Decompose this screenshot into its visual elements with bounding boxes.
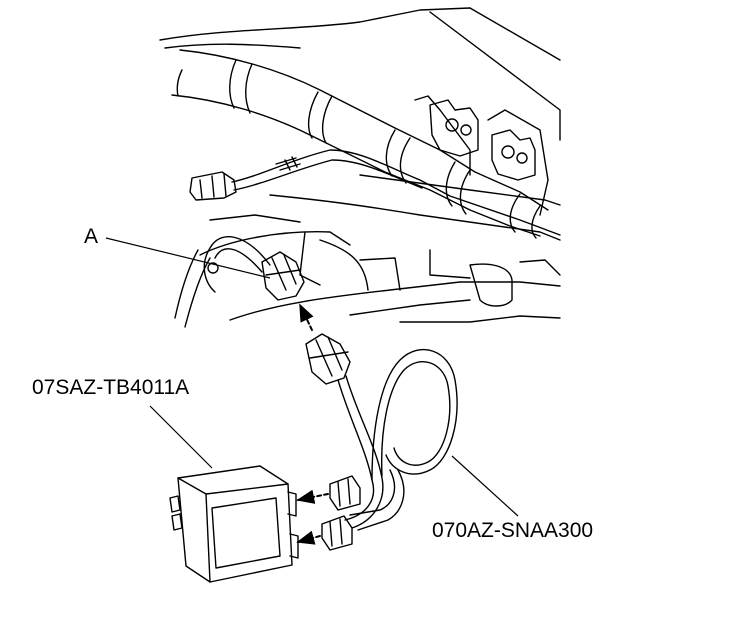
leader-line-a bbox=[105, 237, 271, 279]
connector-a-harness bbox=[203, 236, 271, 293]
label-connector-a: A bbox=[84, 225, 99, 248]
label-harness-part-number: 070AZ-SNAA300 bbox=[432, 519, 594, 542]
control-box bbox=[169, 465, 299, 583]
exhaust-pipe-assembly bbox=[171, 49, 549, 239]
leader-lines bbox=[105, 237, 519, 517]
connect-arrow-a bbox=[299, 303, 314, 331]
connector-a bbox=[261, 251, 305, 301]
connect-arrow-plug-2 bbox=[296, 530, 321, 545]
vehicle-chassis bbox=[159, 7, 561, 328]
leader-line-harness bbox=[451, 455, 519, 517]
connect-arrow-plug-1 bbox=[296, 489, 329, 504]
leader-line-control-box bbox=[149, 405, 213, 469]
subharness-plug-2 bbox=[321, 515, 353, 551]
vehicle-harness-connector bbox=[189, 171, 237, 201]
subharness-connector bbox=[305, 333, 351, 385]
label-control-box-part-number: 07SAZ-TB4011A bbox=[32, 376, 190, 399]
mounting-brackets bbox=[429, 99, 536, 181]
subharness-cable bbox=[337, 349, 458, 531]
vehicle-harness bbox=[231, 149, 561, 236]
subharness-plug-1 bbox=[329, 475, 361, 511]
